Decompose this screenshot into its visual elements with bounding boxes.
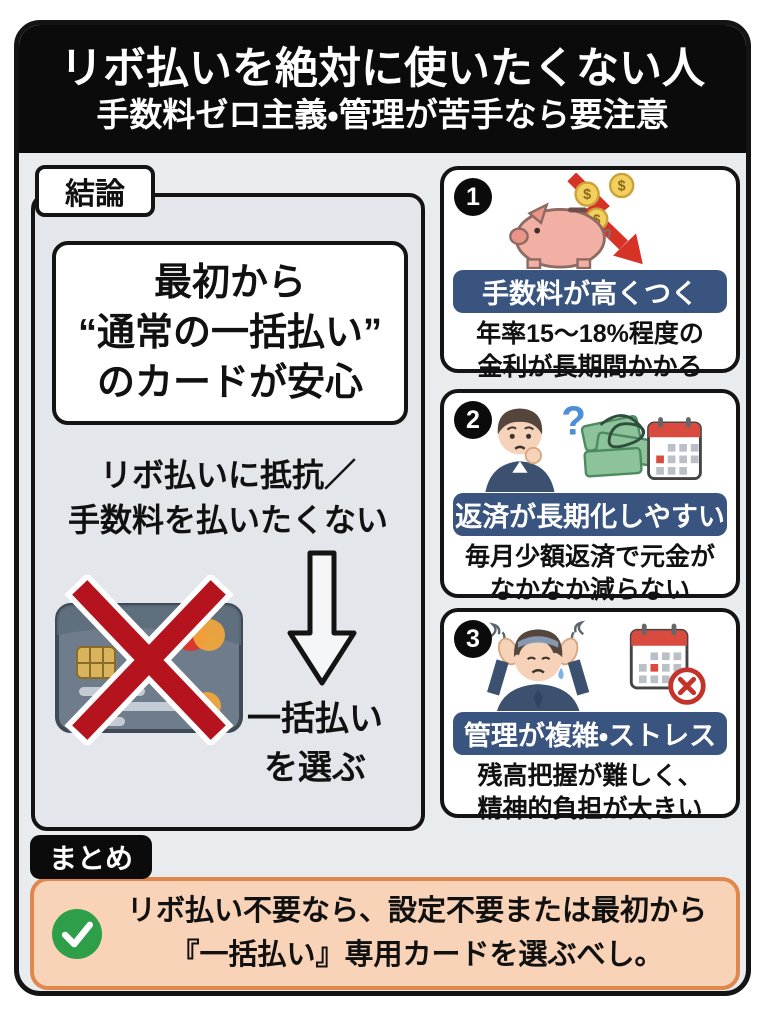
credit-card-crossed-icon (49, 572, 249, 753)
condition-text: リボ払いに抵抗／ 手数料を払いたくない (35, 453, 421, 544)
reason-title-bar: 管理が複雑・ストレス (453, 712, 727, 755)
reason-title-bar: 返済が長期化しやすい (453, 493, 727, 536)
action-line: を選ぶ (264, 749, 366, 788)
page-title: リボ払いを絶対に使いたくない人 (60, 44, 705, 93)
reason-description: 年率15〜18%程度の 金利が長期間かかる (476, 320, 704, 381)
reason-card-2: 2 ? (440, 389, 740, 604)
svg-text:$: $ (593, 212, 601, 227)
check-icon (52, 908, 102, 959)
number-badge: 3 (454, 620, 492, 658)
summary-box: リボ払い不要なら、設定不要または最初から 『一括払い』専用カードを選ぶべし。 (30, 877, 740, 990)
conclusion-panel: 最初から “通常の一括払い” のカードが安心 リボ払いに抵抗／ 手数料を払いたく… (31, 193, 425, 831)
condition-line: 手数料を払いたくない (67, 502, 388, 539)
number-badge: 2 (454, 401, 492, 439)
conclusion-line: のカードが安心 (96, 362, 363, 405)
down-arrow-icon (285, 549, 359, 689)
conclusion-line: “通常の一括払い” (77, 311, 382, 354)
reason-description: 残高把握が難しく、 精神的負担が大きい (477, 762, 703, 823)
conclusion-line: 最初から (153, 261, 306, 304)
summary-text: リボ払い不要なら、設定不要または最初から 『一括払い』専用カードを選ぶべし。 (126, 895, 707, 971)
reason-description: 毎月少額返済で元金が なかなか減らない (464, 543, 715, 604)
reason-card-1: 1 $ $ $ (440, 166, 740, 381)
condition-line: リボ払いに抵抗／ (99, 457, 356, 493)
svg-text:$: $ (618, 178, 626, 194)
page-subtitle: 手数料ゼロ主義・管理が苦手なら要注意 (96, 95, 669, 133)
action-text: 一括払い を選ぶ (205, 695, 425, 794)
stressed-man-calendar-x-icon (444, 614, 736, 712)
svg-text:$: $ (583, 187, 591, 203)
worried-man-money-calendar-icon: ? (444, 395, 736, 493)
summary-tag: まとめ (30, 835, 152, 879)
reason-card-3: 3 (440, 608, 740, 823)
conclusion-statement-box: 最初から “通常の一括払い” のカードが安心 (52, 241, 408, 425)
conclusion-tag: 結論 (35, 165, 155, 217)
svg-text:?: ? (561, 397, 586, 443)
reason-title-bar: 手数料が高くつく (453, 270, 727, 313)
piggy-bank-loss-icon: $ $ $ (444, 172, 736, 270)
main-frame: リボ払いを絶対に使いたくない人 手数料ゼロ主義・管理が苦手なら要注意 結論 最初… (14, 20, 751, 996)
action-line: 一括払い (247, 700, 383, 738)
header: リボ払いを絶対に使いたくない人 手数料ゼロ主義・管理が苦手なら要注意 (19, 25, 746, 153)
content-area: 結論 最初から “通常の一括払い” のカードが安心 リボ払いに抵抗／ 手数料を払… (19, 153, 746, 991)
number-badge: 1 (454, 178, 492, 216)
